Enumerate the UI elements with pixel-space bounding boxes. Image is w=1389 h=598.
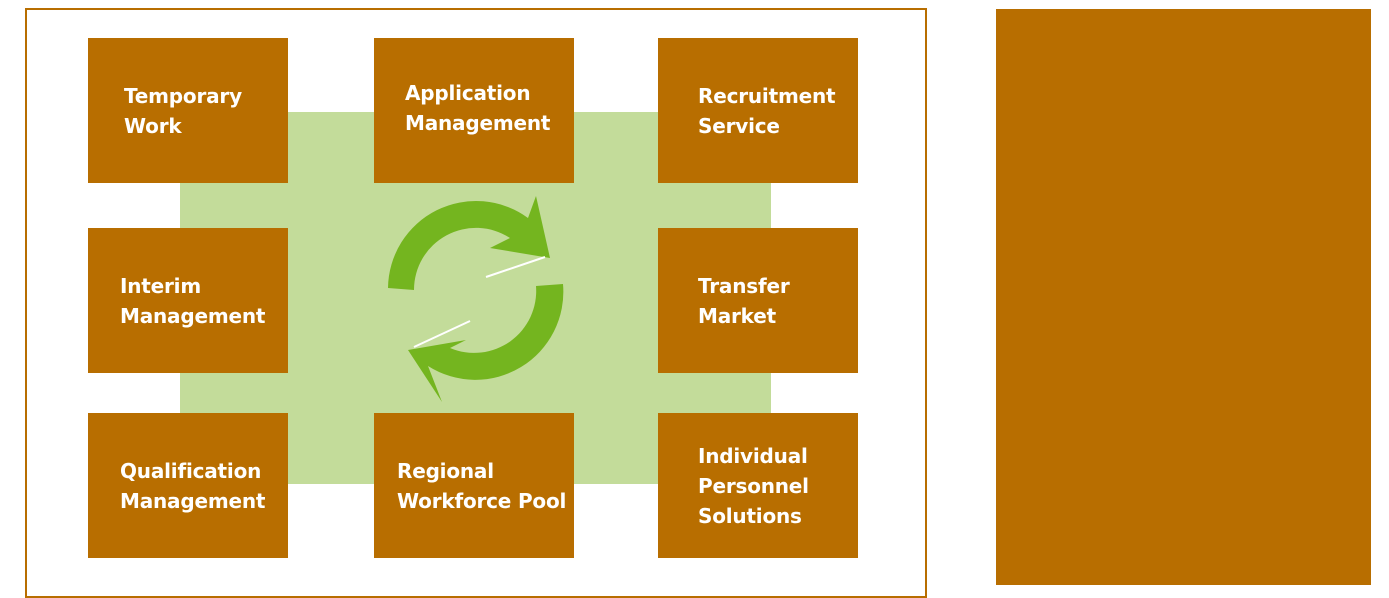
tile-label: Qualification Management	[120, 458, 266, 513]
tile-application-management: Application Management	[374, 38, 574, 183]
tile-label: Transfer Market	[698, 273, 790, 328]
tile-label: Regional Workforce Pool	[397, 458, 567, 513]
tile-label: Recruitment Service	[698, 83, 836, 138]
tile-label: Interim Management	[120, 273, 266, 328]
tile-transfer-market: Transfer Market	[658, 228, 858, 373]
tile-recruitment-service: Recruitment Service	[658, 38, 858, 183]
refresh-cycle-icon	[388, 196, 564, 402]
tile-label: Individual Personnel Solutions	[698, 443, 809, 528]
tile-individual-personnel-solutions: Individual Personnel Solutions	[658, 413, 858, 558]
tile-label: Application Management	[405, 81, 551, 135]
tile-temporary-work: Temporary Work	[88, 38, 288, 183]
tile-regional-workforce-pool: Regional Workforce Pool	[374, 413, 574, 558]
tile-label: Temporary Work	[124, 83, 242, 138]
side-panel	[996, 9, 1371, 585]
tile-interim-management: Interim Management	[88, 228, 288, 373]
tile-qualification-management: Qualification Management	[88, 413, 288, 558]
